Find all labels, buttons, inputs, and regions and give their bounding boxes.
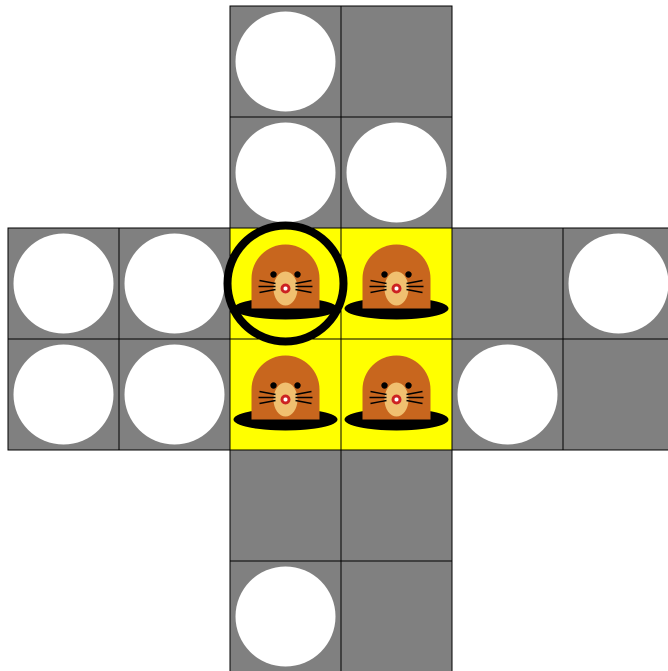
cell-r3-c3[interactable] bbox=[341, 339, 452, 450]
cell-r0-c3[interactable] bbox=[341, 6, 452, 117]
cell-r1-c3[interactable] bbox=[341, 117, 452, 228]
cell-r0-c2[interactable] bbox=[230, 6, 341, 117]
cell-r4-c3[interactable] bbox=[341, 450, 452, 561]
cell-r3-c1[interactable] bbox=[119, 339, 230, 450]
hole-icon bbox=[236, 123, 336, 223]
cell-r3-c0[interactable] bbox=[8, 339, 119, 450]
cell-r2-c1[interactable] bbox=[119, 228, 230, 339]
cell-r2-c3[interactable] bbox=[341, 228, 452, 339]
cell-r1-c2[interactable] bbox=[230, 117, 341, 228]
cell-r3-c2[interactable] bbox=[230, 339, 341, 450]
hole-icon bbox=[125, 345, 225, 445]
cell-r3-c5[interactable] bbox=[563, 339, 668, 450]
cell-r5-c3[interactable] bbox=[341, 561, 452, 671]
hole-icon bbox=[14, 234, 114, 334]
hole-icon bbox=[14, 345, 114, 445]
cell-r5-c2[interactable] bbox=[230, 561, 341, 671]
cell-r3-c4[interactable] bbox=[452, 339, 563, 450]
cell-r4-c2[interactable] bbox=[230, 450, 341, 561]
hole-icon bbox=[236, 12, 336, 112]
hole-icon bbox=[569, 234, 668, 334]
cell-r2-c0[interactable] bbox=[8, 228, 119, 339]
hole-icon bbox=[458, 345, 558, 445]
hole-icon bbox=[125, 234, 225, 334]
cell-r2-c4[interactable] bbox=[452, 228, 563, 339]
hole-icon bbox=[236, 567, 336, 667]
hole-icon bbox=[347, 123, 447, 223]
cell-r2-c5[interactable] bbox=[563, 228, 668, 339]
